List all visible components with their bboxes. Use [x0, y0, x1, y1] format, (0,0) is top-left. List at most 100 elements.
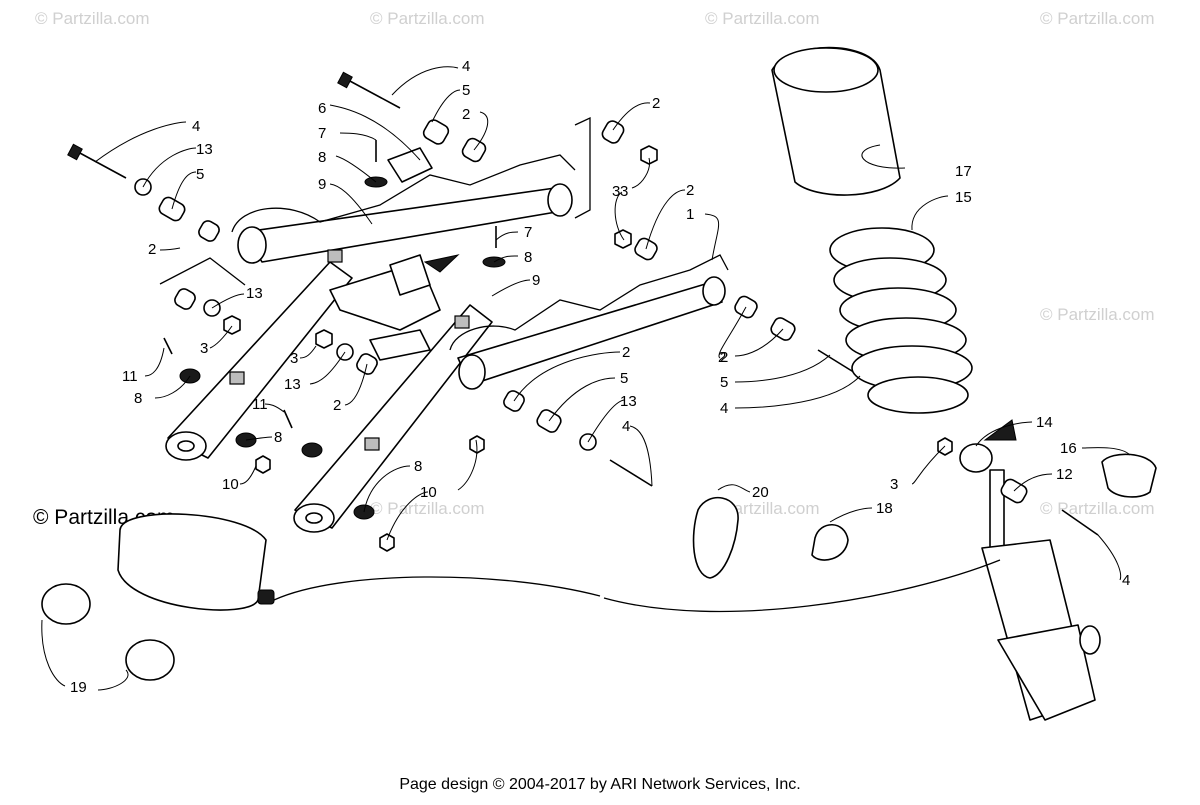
callout-label: 2: [720, 349, 728, 366]
callout-label: 7: [524, 224, 532, 241]
callout-label: 8: [318, 149, 326, 166]
center-lug: [389, 254, 431, 296]
bushing-5: [422, 119, 450, 145]
washer-8: [301, 442, 323, 458]
upper-bumper-rail: [231, 154, 576, 233]
ring-16: [1101, 453, 1157, 498]
callout-label: 3: [612, 183, 620, 200]
bolt-4: [609, 459, 653, 487]
watermark-text: © Partzilla.com: [1040, 499, 1155, 518]
leader-lines: [41, 66, 1131, 691]
watermark-text: © Partzilla.com: [1040, 9, 1155, 28]
callout-label: 10: [222, 476, 239, 493]
nut-10: [255, 455, 271, 474]
callout-label: 3: [290, 350, 298, 367]
lower-crossbar-end-left: [458, 354, 486, 390]
shock-assembly: [41, 46, 1157, 721]
nut-3: [223, 315, 241, 335]
spring-15: [829, 227, 973, 414]
callout-label: 13: [246, 285, 263, 302]
upper-crossbar: [244, 187, 569, 263]
shock-reservoir-end: [997, 624, 1096, 721]
bushing-2: [174, 288, 196, 310]
bolt-4-left: [77, 151, 127, 179]
pad-6: [387, 147, 433, 183]
crossbar-end-left: [237, 226, 267, 264]
callout-label: 11: [122, 368, 138, 385]
callout-label: 8: [274, 429, 282, 446]
callout-label: 3: [890, 476, 898, 493]
callout-label: 13: [620, 393, 637, 410]
watermarks: © Partzilla.com © Partzilla.com © Partzi…: [33, 9, 1155, 529]
callout-label: 12: [1056, 466, 1073, 483]
clamp-19: [41, 583, 91, 625]
callout-label: 8: [414, 458, 422, 475]
bolt-11: [283, 409, 293, 429]
page-design-footer: Page design © 2004-2017 by ARI Network S…: [399, 776, 801, 793]
direction-arrow: [423, 254, 460, 273]
callout-label: 15: [955, 189, 972, 206]
direction-arrow: [983, 419, 1017, 441]
bushing-2: [198, 220, 220, 242]
callout-label: 4: [622, 418, 630, 435]
watermark-text: © Partzilla.com: [1040, 305, 1155, 324]
nut-10: [379, 533, 395, 552]
callout-label: 3: [200, 340, 208, 357]
callout-label: 20: [752, 484, 769, 501]
bolt-11: [163, 337, 173, 355]
callout-label: 2: [718, 349, 726, 366]
callout-label: 2: [622, 344, 630, 361]
nut-3: [640, 145, 658, 165]
shock-eye-14: [959, 443, 993, 473]
callout-label: 4: [1122, 572, 1130, 589]
callout-label: 7: [318, 125, 326, 142]
callout-label: 5: [620, 370, 628, 387]
watermark-text: © Partzilla.com: [370, 499, 485, 518]
callout-label: 16: [1060, 440, 1077, 457]
ring-18: [811, 523, 849, 561]
reservoir: [117, 513, 267, 611]
callout-label: 2: [686, 182, 694, 199]
lower-bumper-rail: [449, 254, 729, 351]
callout-label: 9: [318, 176, 326, 193]
callout-labels: 4 5 2 2 6 7 8 9 3 4 13 5 2 2 1 3 17 15 7…: [70, 58, 1130, 696]
callout-label: 3: [620, 183, 628, 200]
callout-label: 8: [524, 249, 532, 266]
callout-label: 9: [532, 272, 540, 289]
callout-label: 19: [70, 679, 87, 696]
callout-label: 2: [333, 397, 341, 414]
callout-label: 5: [720, 374, 728, 391]
callout-label: 4: [462, 58, 470, 75]
seal-20: [692, 496, 739, 579]
clamp-19: [125, 639, 175, 681]
rear-arm-assembly: [159, 116, 1017, 533]
callout-label: 17: [955, 163, 972, 180]
callout-label: 4: [192, 118, 200, 135]
callout-label: 14: [1036, 414, 1053, 431]
callout-label: 2: [148, 241, 156, 258]
callout-label: 2: [652, 95, 660, 112]
bushing-2: [601, 120, 625, 144]
crossbar-end-right: [547, 183, 573, 217]
callout-label: 10: [420, 484, 437, 501]
watermark-text: © Partzilla.com: [35, 9, 150, 28]
callout-label: 8: [134, 390, 142, 407]
watermark-text: © Partzilla.com: [370, 9, 485, 28]
lower-crossbar-end-right: [702, 276, 726, 306]
bolt-4: [1061, 509, 1099, 536]
callout-label: 18: [876, 500, 893, 517]
hose: [273, 576, 601, 601]
lower-crossbar: [457, 281, 723, 386]
callout-label: 11: [252, 396, 268, 413]
shock-rod: [989, 469, 1005, 551]
nut-3: [315, 329, 333, 349]
callout-label: 5: [196, 166, 204, 183]
callout-label: 2: [462, 106, 470, 123]
bolt-4-top: [347, 79, 401, 109]
callout-label: 6: [318, 100, 326, 117]
callout-label: 5: [462, 82, 470, 99]
callout-label: 13: [284, 376, 301, 393]
watermark-text: © Partzilla.com: [705, 9, 820, 28]
callout-label: 13: [196, 141, 213, 158]
